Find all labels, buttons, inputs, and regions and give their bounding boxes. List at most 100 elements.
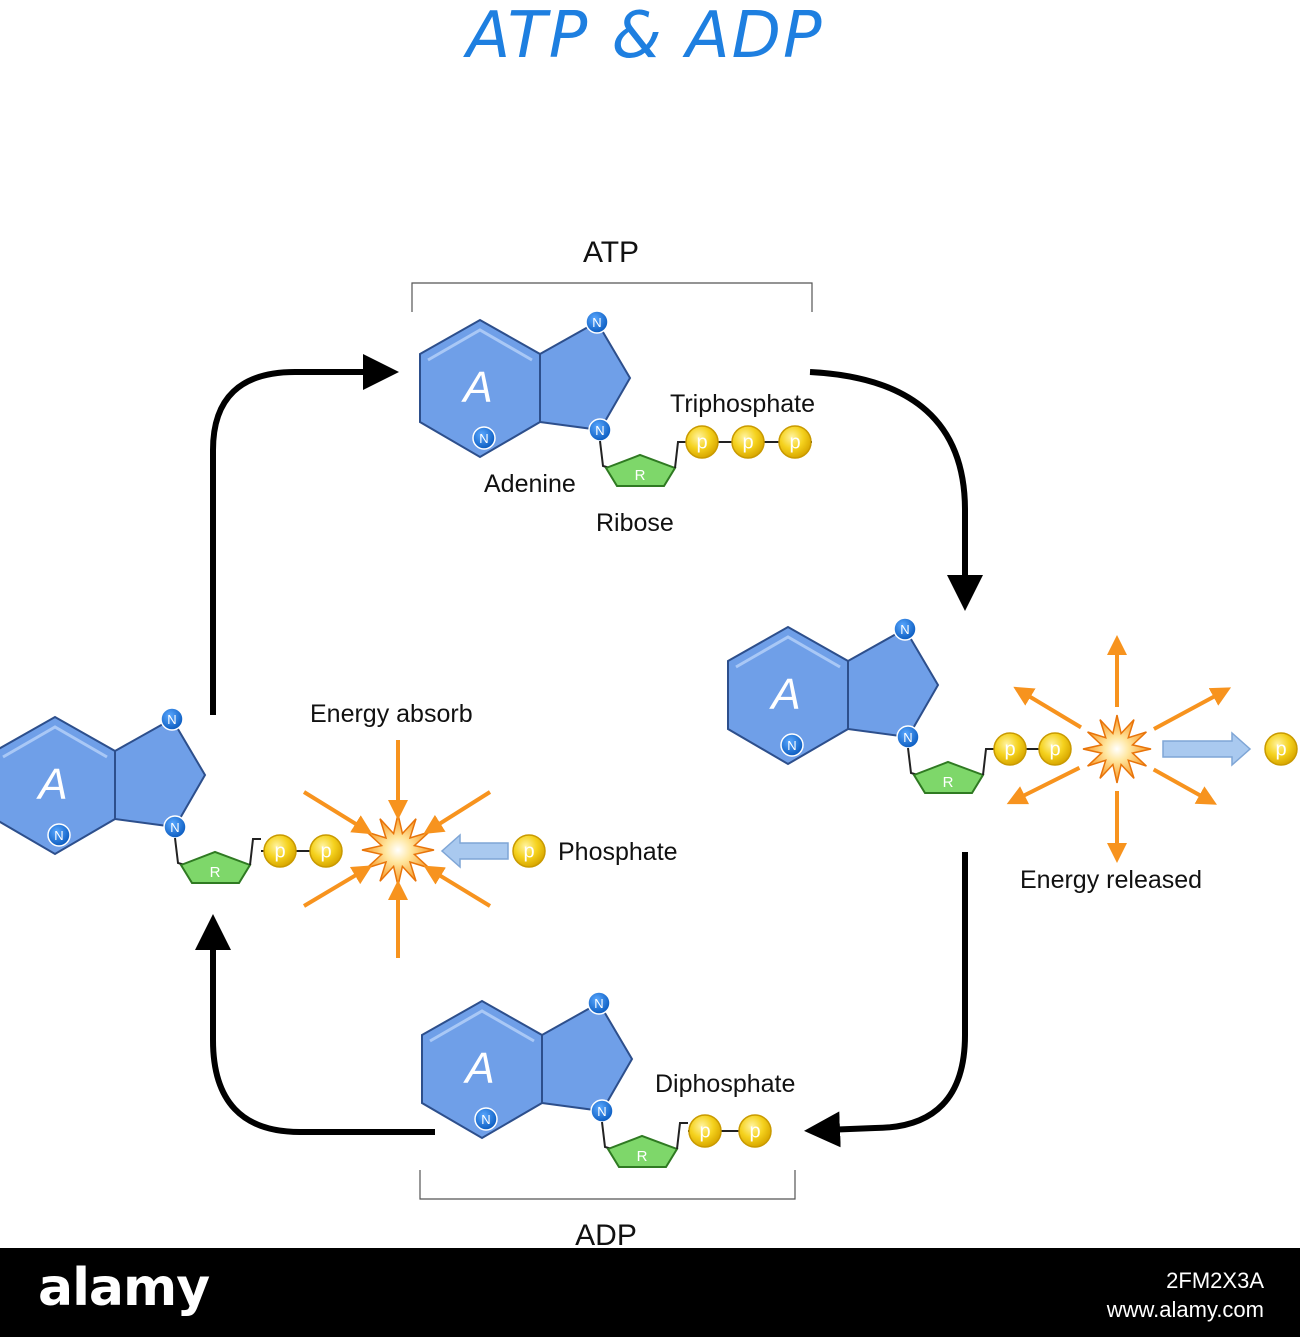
nitrogen-letter: N <box>900 622 909 637</box>
phosphate-group: p <box>993 732 1027 766</box>
adenine-ring-highlight <box>735 635 841 669</box>
nitrogen-letter: N <box>903 730 912 745</box>
adenine-letter: A <box>462 1044 494 1093</box>
svg-text:p: p <box>699 1121 710 1143</box>
phosphate-group: p <box>309 834 343 868</box>
ribose-pentagon <box>604 453 677 487</box>
atp-label: ATP <box>583 236 639 269</box>
adenine-five-ring <box>114 717 207 829</box>
energy-arrow <box>423 865 492 908</box>
phosphate-chains: p p p p p p p p p p p <box>261 425 1298 1148</box>
ribose-letter: R <box>637 1148 648 1165</box>
svg-text:p: p <box>1004 739 1015 761</box>
nitrogen-letter: N <box>594 996 603 1011</box>
svg-text:p: p <box>696 432 707 454</box>
nitrogen-atom <box>585 310 609 334</box>
phosphate-group: p <box>1038 732 1072 766</box>
svg-text:p: p <box>1275 739 1286 761</box>
energy-arrow <box>1152 767 1217 805</box>
adp-molecule: A N N N R <box>421 991 688 1168</box>
ribose-link <box>174 837 186 866</box>
phosphate-group: p <box>731 425 765 459</box>
image-id: 2FM2X3A www.alamy.com <box>1107 1266 1264 1324</box>
svg-text:p: p <box>1049 739 1060 761</box>
ribose-letter: R <box>635 467 646 484</box>
nitrogen-atom <box>160 707 184 731</box>
watermark-bar <box>0 1248 1300 1337</box>
diphosphate-label: Diphosphate <box>655 1070 795 1098</box>
cycle-arrows <box>195 354 983 1148</box>
phosphate-group: p <box>1264 732 1298 766</box>
energy-arrow <box>423 790 492 835</box>
image-id-code: 2FM2X3A <box>1166 1268 1264 1293</box>
energy-released-label: Energy released <box>1020 866 1202 894</box>
adenine-letter: A <box>460 363 492 412</box>
nitrogen-letter: N <box>167 712 176 727</box>
ribose-letter: R <box>210 864 221 881</box>
adenine-letter: A <box>768 670 800 719</box>
phosphate-group: p <box>685 425 719 459</box>
hydrolysis-molecule: A N N N R <box>727 617 994 794</box>
ribose-pentagon <box>912 760 985 794</box>
arrow-adp-to-atp <box>210 354 399 715</box>
energy-arrow <box>302 790 373 835</box>
energy-arrow <box>1013 686 1083 730</box>
triphosphate-label: Triphosphate <box>670 390 815 418</box>
energy-arrow <box>1153 687 1232 731</box>
nitrogen-letter: N <box>479 431 488 446</box>
adenine-five-ring <box>847 627 940 739</box>
nitrogen-atom <box>780 733 804 757</box>
adenine-ring-highlight <box>427 328 533 362</box>
svg-text:p: p <box>749 1121 760 1143</box>
adenine-ring-highlight <box>2 725 108 759</box>
energy-star <box>361 813 435 887</box>
atp-bracket <box>411 282 813 312</box>
nitrogen-atom <box>47 823 71 847</box>
adp-bracket <box>419 1170 796 1200</box>
phosphate-transfer-arrow <box>1162 731 1252 767</box>
adenine-ring-highlight <box>429 1009 535 1043</box>
nitrogen-letter: N <box>170 820 179 835</box>
ribose-link <box>601 1121 613 1150</box>
ribose-link <box>907 747 919 776</box>
nitrogen-letter: N <box>597 1104 606 1119</box>
ribose-pentagon <box>179 850 252 884</box>
alamy-logo: alamy <box>38 1258 210 1318</box>
phosphate-group: p <box>778 425 812 459</box>
ribose-phosphate-link <box>674 441 686 469</box>
energy-released-burst <box>1006 635 1252 863</box>
svg-text:p: p <box>789 432 800 454</box>
energy-arrow <box>1006 765 1081 805</box>
svg-text:p: p <box>523 841 534 863</box>
nitrogen-letter: N <box>595 423 604 438</box>
adenine-five-ring <box>541 1001 634 1113</box>
nitrogen-letter: N <box>481 1112 490 1127</box>
energy-arrow <box>302 865 373 908</box>
nitrogen-letter: N <box>787 738 796 753</box>
nitrogen-atom <box>893 617 917 641</box>
ribose-phosphate-link <box>676 1122 688 1150</box>
phosphate-label: Phosphate <box>558 838 678 866</box>
synthesis-molecule: A N N N R <box>0 707 261 884</box>
adenine-letter: A <box>35 760 67 809</box>
phosphate-group: p <box>688 1114 722 1148</box>
image-site: www.alamy.com <box>1106 1297 1264 1322</box>
nitrogen-atom <box>587 991 611 1015</box>
ribose-link <box>599 440 611 469</box>
ribose-pentagon <box>606 1134 679 1168</box>
svg-text:p: p <box>274 841 285 863</box>
energy-absorb-label: Energy absorb <box>310 700 473 728</box>
adenine-label: Adenine <box>484 470 576 498</box>
adp-label: ADP <box>575 1219 637 1252</box>
ribose-letter: R <box>943 774 954 791</box>
ribose-phosphate-link <box>982 748 994 776</box>
svg-text:p: p <box>742 432 753 454</box>
nitrogen-letter: N <box>54 828 63 843</box>
phosphate-group: p <box>512 834 546 868</box>
ribose-phosphate-link <box>249 838 261 866</box>
arrow-hydrolysis-to-adp <box>804 852 968 1148</box>
phosphate-group: p <box>263 834 297 868</box>
energy-star <box>1082 714 1152 784</box>
